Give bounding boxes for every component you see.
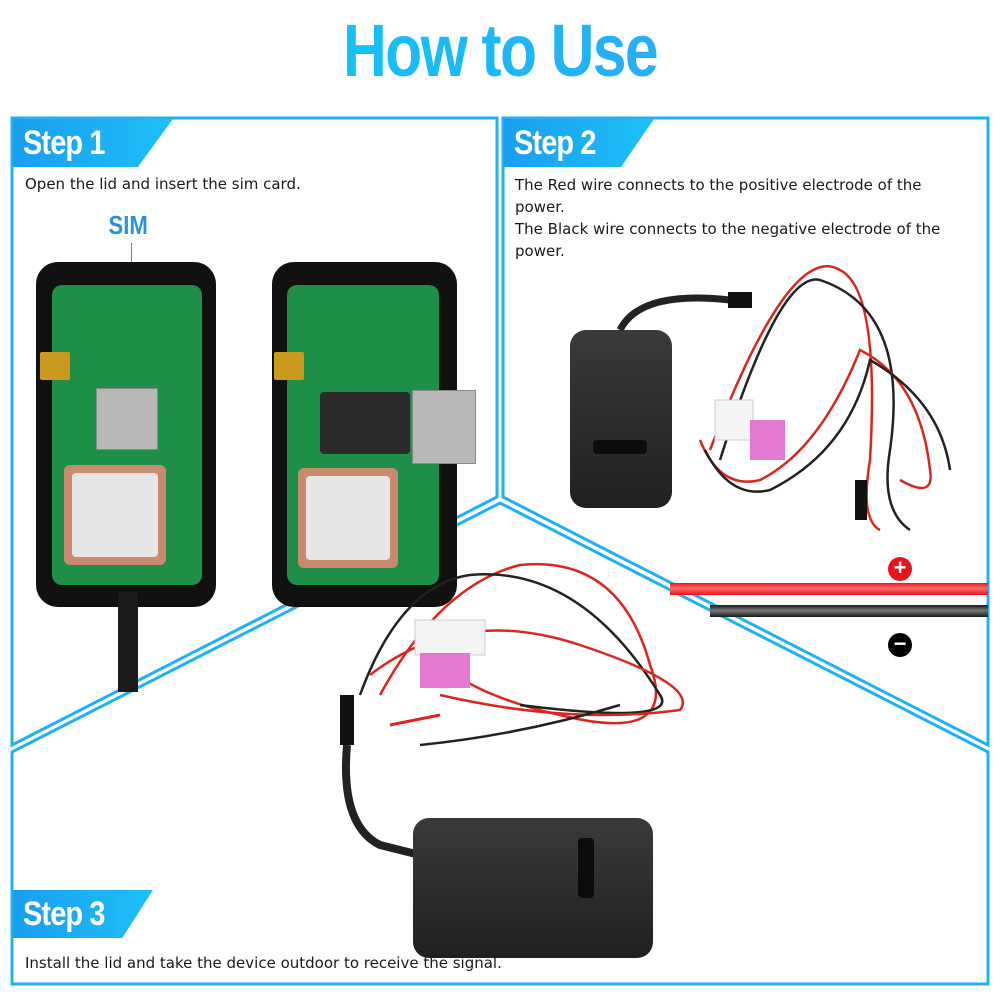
- black-wire: [710, 605, 988, 617]
- step-2-description: The Red wire connects to the positive el…: [515, 176, 941, 260]
- sim-card-icon: [96, 388, 158, 450]
- positive-terminal-icon: +: [888, 557, 912, 581]
- gps-device-icon: [570, 330, 672, 508]
- step-3-description: Install the lid and take the device outd…: [25, 954, 502, 972]
- usb-port-icon: [40, 352, 70, 380]
- page-title: How to Use: [90, 8, 910, 93]
- red-wire: [670, 583, 988, 595]
- negative-terminal-icon: −: [888, 633, 912, 657]
- wire-harness-icon: [616, 265, 952, 532]
- step-2-tag: Step 2: [504, 119, 654, 167]
- sim-callout: SIM: [108, 210, 148, 240]
- step-3-tag: Step 3: [13, 890, 153, 938]
- step-1-description: Open the lid and insert the sim card.: [25, 175, 301, 193]
